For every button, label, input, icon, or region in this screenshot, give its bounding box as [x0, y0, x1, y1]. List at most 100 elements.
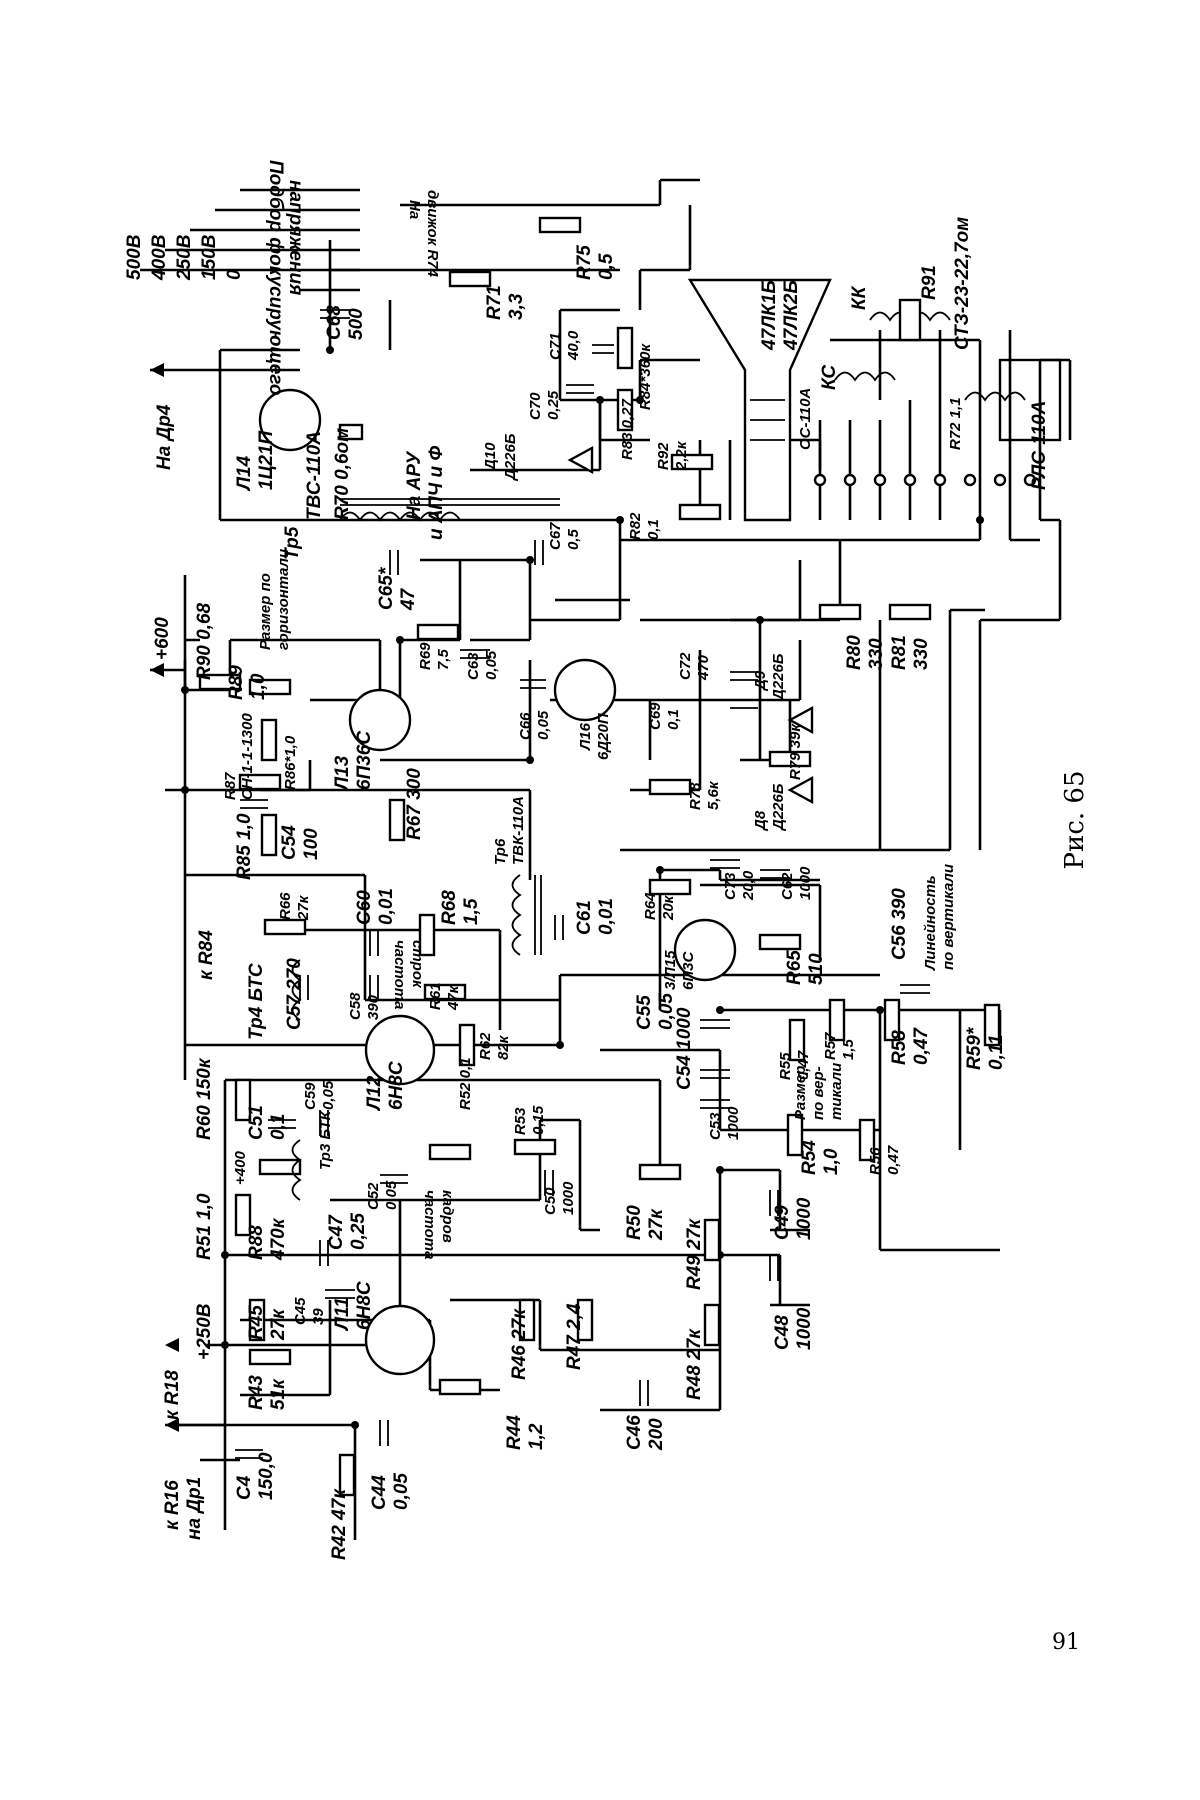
capacitor-c61	[555, 915, 563, 940]
label-c61: C61	[574, 900, 595, 935]
resistor-r85	[262, 815, 276, 855]
label-v0: 0	[224, 269, 245, 280]
label-l13: Л13	[332, 755, 353, 792]
connector	[815, 475, 1035, 485]
resistor-r52	[430, 1145, 470, 1159]
coil-ks	[835, 373, 895, 381]
label-l12: Л12	[364, 1075, 385, 1112]
label-chastota-k: частота	[421, 1190, 438, 1259]
label-r61: R61	[427, 982, 444, 1010]
label-r84: R84*360к	[637, 343, 654, 410]
resistor-r75	[540, 218, 580, 232]
label-r72: R72 1,1	[947, 397, 964, 450]
resistor-r43	[250, 1350, 290, 1364]
label-r43v: 51к	[268, 1378, 289, 1410]
label-l14t: 1Ц21П	[256, 430, 277, 490]
label-chastota-str2: строк	[409, 940, 426, 989]
label-c60v: 0,01	[376, 888, 397, 925]
label-c68: C68	[324, 305, 345, 340]
label-r81v: 330	[911, 638, 932, 670]
label-r71v: 3,3	[506, 293, 527, 320]
label-c65: C65*	[376, 566, 397, 610]
label-razmer-g2: горизонтали	[275, 549, 292, 650]
label-c70v: 0,25	[545, 390, 562, 420]
label-c72: C72	[677, 652, 694, 680]
label-c67: C67	[547, 522, 564, 550]
label-c46v: 200	[646, 1418, 667, 1451]
label-c58v: 390	[365, 994, 382, 1020]
label-r69v: 7,5	[435, 648, 452, 670]
resistor-r65	[760, 935, 800, 949]
label-r64: R64	[642, 892, 659, 920]
label-l14: Л14	[234, 455, 255, 492]
label-r49: R49 27к	[684, 1218, 705, 1290]
label-d10t: Д226Б	[502, 433, 519, 482]
label-c51: C51	[246, 1105, 267, 1140]
label-st3: СТЗ-23-22,7ом	[952, 217, 973, 350]
label-r61v: 47к	[445, 984, 462, 1011]
label-r87t: СН-1-1-1300	[239, 713, 256, 800]
label-c68v: 500	[346, 308, 367, 340]
resistor-r80	[820, 605, 860, 619]
coil-rls	[965, 393, 1025, 401]
label-c71v: 40,0	[565, 330, 582, 361]
label-c70: C70	[527, 392, 544, 420]
label-r60: R60 150к	[194, 1057, 215, 1140]
label-c65v: 47	[398, 587, 419, 611]
tube-l11	[366, 1306, 434, 1374]
label-tp3: Тр3 БТК	[317, 1109, 334, 1170]
label-v400: 400В	[149, 234, 170, 281]
label-r66v: 27к	[295, 894, 312, 921]
label-d10: Д10	[482, 442, 499, 472]
label-d8: Д8	[752, 810, 769, 832]
label-c60: C60	[354, 890, 375, 925]
label-c66: C66	[517, 712, 534, 740]
label-r53: R53	[512, 1107, 529, 1135]
label-r57v: 1,5	[840, 1038, 857, 1060]
label-c57: C57 270	[284, 958, 305, 1030]
label-l13t: 6П36С	[354, 731, 375, 790]
label-na-dr4: На Др4	[154, 404, 175, 470]
label-razmer-g: Размер по	[257, 573, 274, 650]
label-r79: R79 39к	[787, 723, 804, 780]
resistor-r82	[680, 505, 720, 519]
capacitor-c46	[640, 1380, 648, 1406]
resistor-r66	[265, 920, 305, 934]
label-c44v: 0,05	[391, 1473, 412, 1510]
label-d9: Д9	[752, 670, 769, 692]
label-c72v: 470	[695, 654, 712, 681]
label-c52: C52	[365, 1182, 382, 1210]
label-c59: C59	[302, 1082, 319, 1110]
label-r81: R81	[889, 635, 910, 670]
capacitor-c54b	[700, 1070, 730, 1078]
label-r85: R85 1,0	[234, 813, 255, 880]
thermistor-r91	[900, 300, 920, 340]
label-c49: C49	[772, 1205, 793, 1240]
resistor-r84	[618, 328, 632, 368]
label-focus: Подбор фокусирующего	[265, 160, 286, 396]
label-r48: R48 27к	[684, 1328, 705, 1400]
label-r90: R90 0,68	[194, 602, 215, 680]
label-tp4: Тр4 БТС	[246, 963, 267, 1040]
label-c45v: 39	[310, 1308, 327, 1325]
label-r80v: 330	[866, 638, 887, 670]
label-focus2: напряжения	[285, 180, 306, 295]
resistor-r53	[515, 1140, 555, 1154]
label-c69: C69	[647, 702, 664, 730]
label-na: На	[406, 200, 423, 219]
label-c71: C71	[547, 332, 564, 360]
label-r75v: 0,5	[596, 253, 617, 280]
label-r69: R69	[417, 642, 434, 670]
tube-l16	[555, 660, 615, 720]
capacitor-c66	[520, 680, 546, 688]
label-c4v: 150,0	[256, 1452, 277, 1500]
capacitor-c60	[370, 930, 378, 956]
label-r43: R43	[246, 1375, 267, 1410]
label-kk: КК	[849, 285, 870, 310]
label-r75: R75	[574, 245, 595, 280]
transformer-tp5-core	[340, 499, 560, 505]
label-r65: R65	[784, 950, 805, 985]
diode-d8	[790, 778, 812, 802]
junction-dots	[181, 346, 984, 1429]
label-ks: КС	[819, 365, 840, 390]
